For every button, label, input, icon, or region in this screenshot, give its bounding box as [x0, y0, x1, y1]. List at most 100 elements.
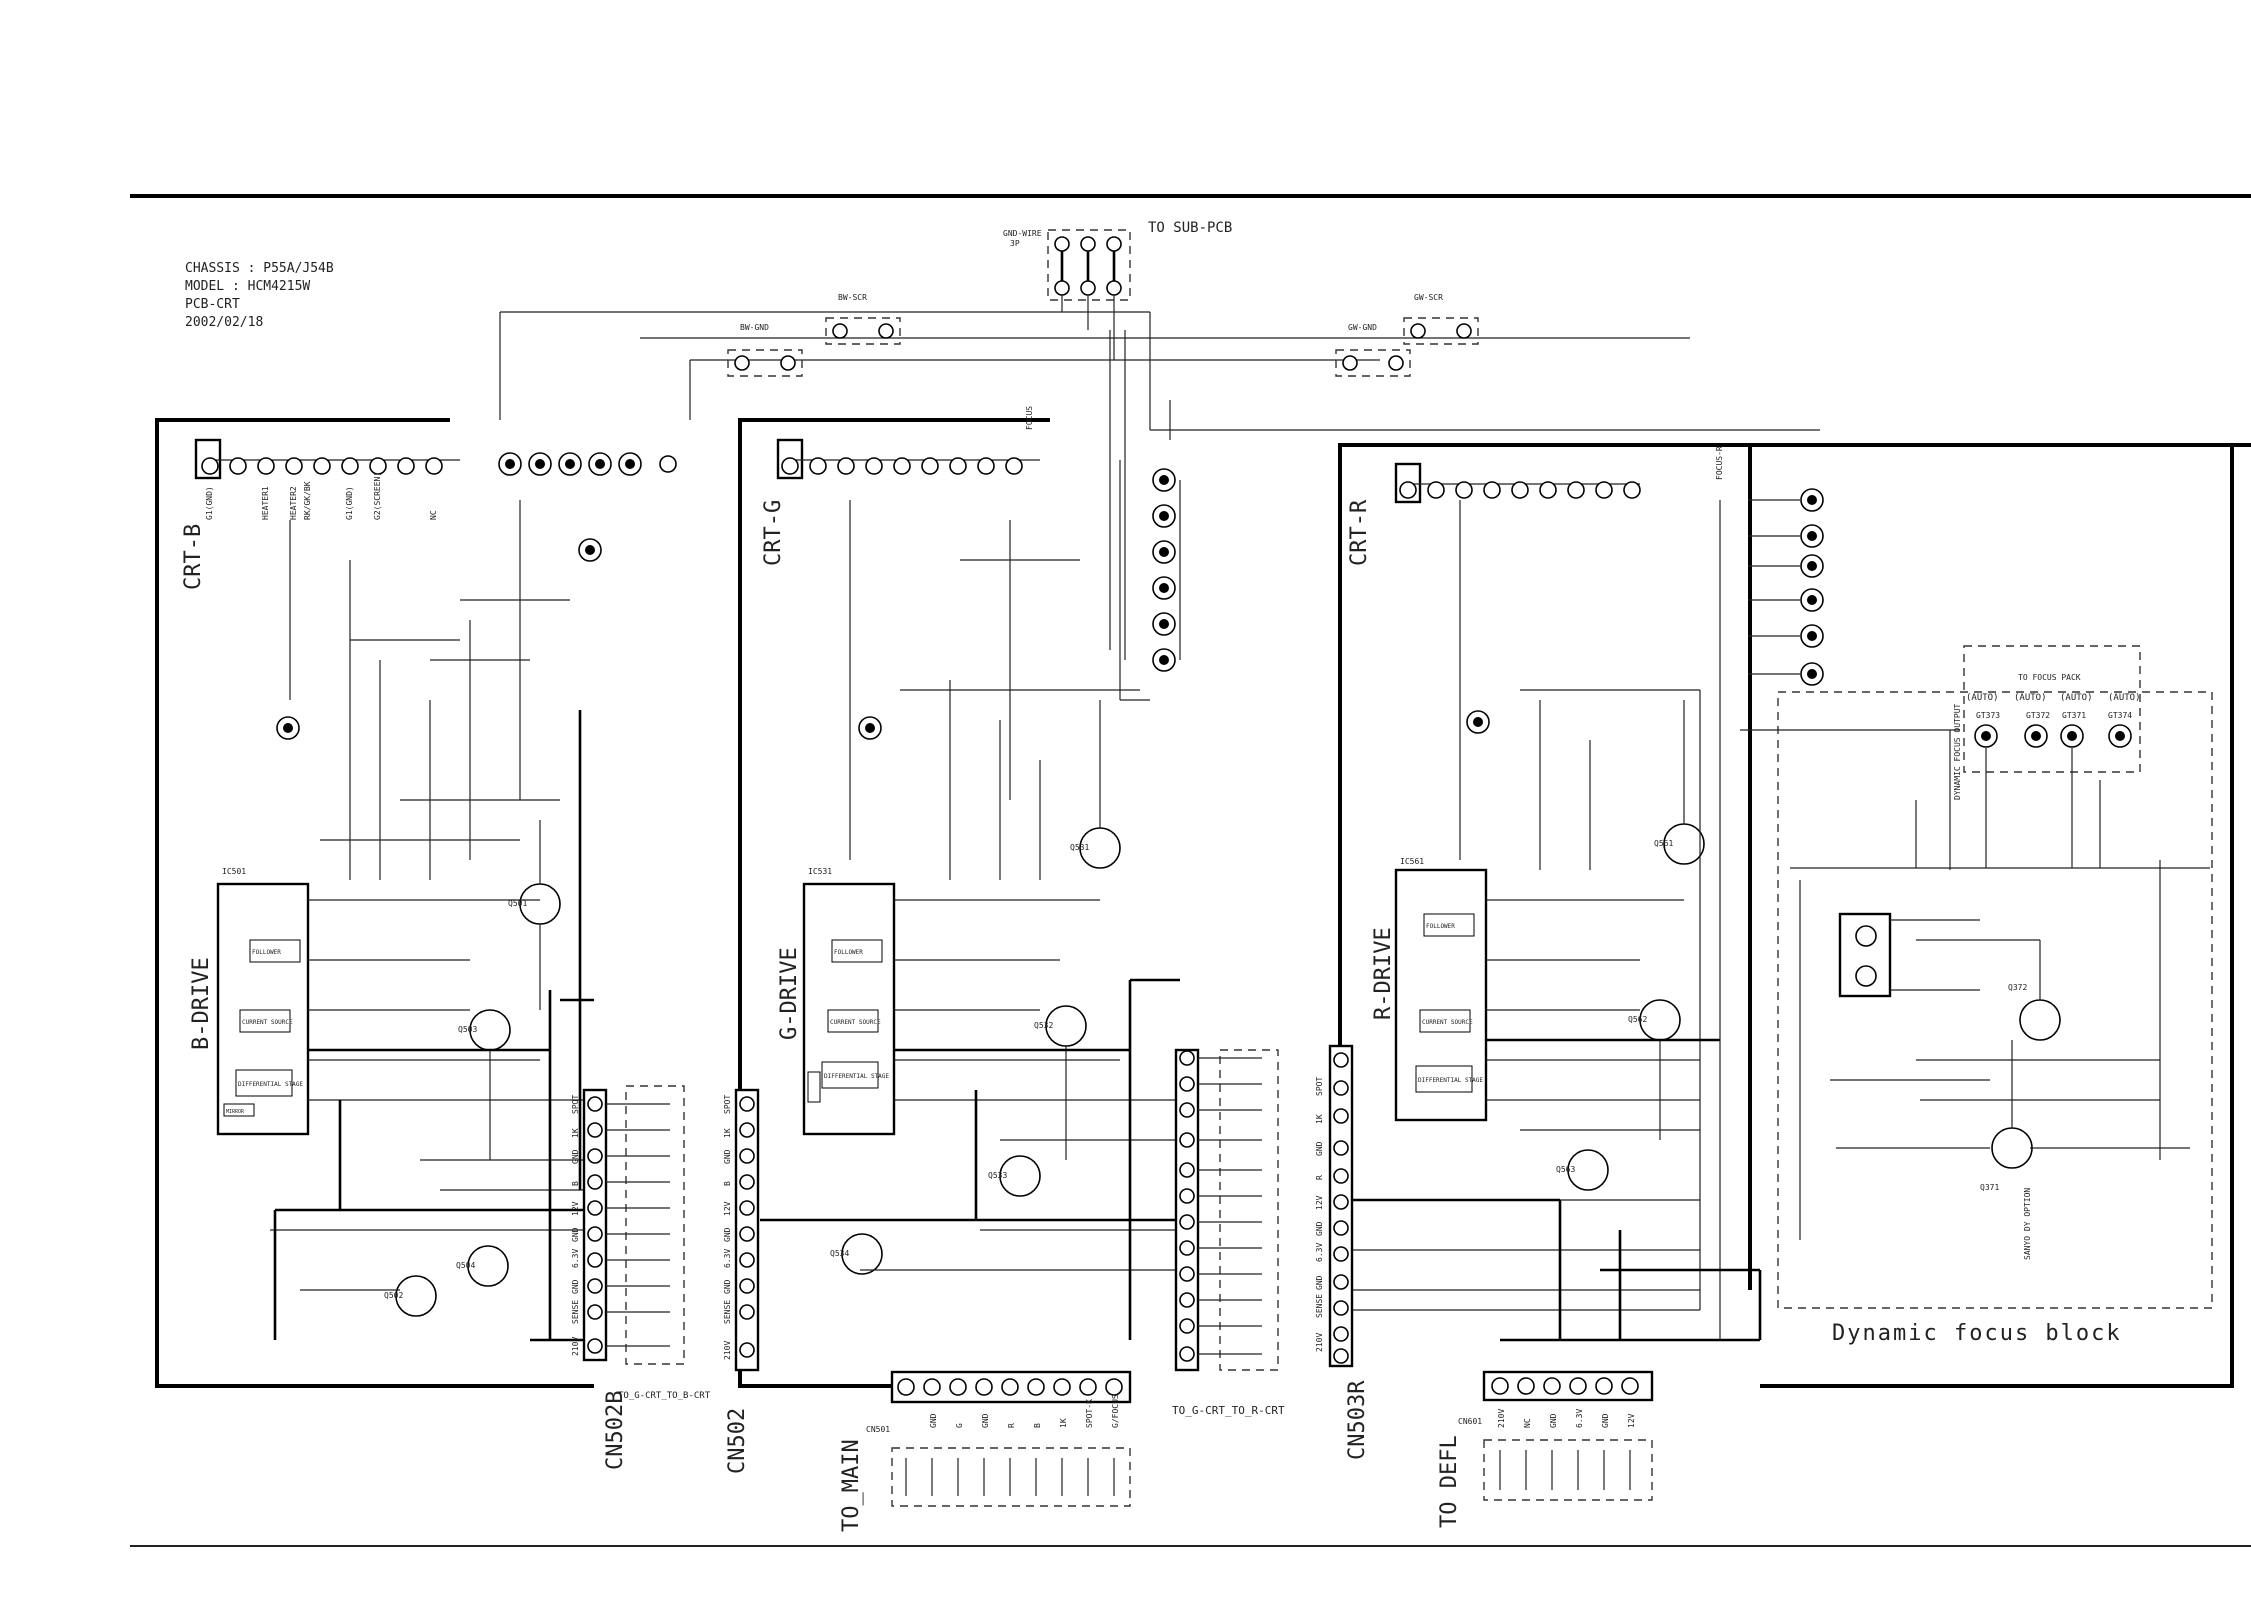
board-label: PCB-CRT	[185, 297, 240, 312]
crt-b-label: CRT-B	[181, 524, 206, 590]
dynamic-focus-block-label: Dynamic focus block	[1832, 1321, 2122, 1346]
gw-scr-connector: GW-SCR	[1403, 293, 1479, 345]
cn503r-pin-label: 210V	[1315, 1333, 1324, 1352]
auto-label: (AUTO)	[2060, 693, 2093, 703]
q503-label: Q503	[458, 1025, 477, 1034]
cn501-pin-label: G/FOCUS	[1111, 1394, 1120, 1428]
cn601-pin-label: 210V	[1497, 1409, 1506, 1428]
q501-label: Q501	[508, 899, 527, 908]
bw-gnd-label: BW-GND	[740, 323, 769, 332]
follower-label: FOLLOWER	[252, 949, 281, 956]
socket-pin-label: G2(SCREEN)	[373, 472, 382, 520]
cn501-label: CN501	[866, 1425, 890, 1434]
focus-r-label: FOCUS-R	[1715, 446, 1724, 480]
q502-label: Q502	[384, 1291, 403, 1300]
cn503r-pin-label: GND	[1315, 1141, 1324, 1156]
cn502-label: CN502	[725, 1408, 750, 1474]
cn502b-pin-label: SENSE	[571, 1300, 580, 1324]
cn502-pin-label: GND	[723, 1227, 732, 1242]
q504-label: Q504	[456, 1261, 475, 1270]
cn501-pin-label: G	[955, 1423, 964, 1428]
differential-stage-label: DIFFERENTIAL STAGE	[238, 1081, 303, 1088]
top-bus-wires	[499, 295, 1820, 660]
q531-label: Q531	[1070, 843, 1089, 852]
mirror-label: MIRROR	[226, 1109, 245, 1115]
cn601-connector: 210V NC GND 6.3V GND 12V CN601 TO DEFL	[1437, 1370, 1654, 1528]
cn503r-pin-label: R	[1315, 1175, 1324, 1180]
differential-stage-label: DIFFERENTIAL STAGE	[824, 1073, 889, 1080]
cn502-pin-label: GND	[723, 1149, 732, 1164]
cn503r-label: CN503R	[1345, 1380, 1370, 1460]
to-main-label: TO_MAIN	[839, 1439, 864, 1532]
cn601-pin-label: 6.3V	[1575, 1409, 1584, 1428]
r-drive-label: R-DRIVE	[1371, 927, 1396, 1020]
dynamic-focus-output-label: DYNAMIC FOCUS OUTPUT	[1953, 703, 1962, 800]
sanyo-dy-option-label: SANYO DY OPTION	[2023, 1188, 2032, 1260]
cn501-pin-label: GND	[929, 1413, 938, 1428]
gnd-wire-pins-label: 3P	[1010, 239, 1020, 248]
cn502b-pin-label: 12V	[571, 1201, 580, 1216]
follower-label: FOLLOWER	[834, 949, 863, 956]
cn502b-pin-label: 6.3V	[571, 1249, 580, 1268]
cn502b-pin-label: B	[571, 1181, 580, 1186]
socket-pin-label: G1(GND)	[345, 486, 354, 520]
cn601-pin-label: GND	[1601, 1413, 1610, 1428]
gw-gnd-label: GW-GND	[1348, 323, 1377, 332]
cn501-pin-label: SPOT-K	[1085, 1399, 1094, 1428]
auto-label: (AUTO)	[2014, 693, 2047, 703]
auto-label: (AUTO)	[2108, 693, 2141, 703]
cn503r-pin-label: 1K	[1315, 1114, 1324, 1124]
auto-label: (AUTO)	[1966, 693, 1999, 703]
ic501-label: IC501	[222, 867, 246, 876]
ic531-label: IC531	[808, 867, 832, 876]
differential-stage-label: DIFFERENTIAL STAGE	[1418, 1077, 1483, 1084]
current-source-label: CURRENT SOURCE	[830, 1019, 881, 1026]
q561-label: Q561	[1654, 839, 1673, 848]
gt374-label: GT374	[2108, 711, 2132, 720]
cn601-pin-label: GND	[1549, 1413, 1558, 1428]
crt-r-section: CRT-R R-DRIVE FOCUS-R IC561 FOLLOWER CUR…	[1315, 443, 1762, 1460]
cn502b-label: CN502B	[603, 1391, 628, 1470]
dynamic-focus-block: Dynamic focus block (AUTO) (AUTO) (AUTO)…	[1740, 443, 2251, 1388]
gt372-label: GT372	[2026, 711, 2050, 720]
sub-pcb-connector: TO SUB-PCB GND-WIRE 3P	[1003, 220, 1232, 301]
crt-g-section: CRT-G G-DRIVE FOCUS IC531 FOLLOWER CURRE…	[723, 406, 1285, 1474]
to-g-crt-to-b-crt-label: TO_G-CRT_TO_B-CRT	[618, 1391, 711, 1401]
cn503r-pin-label: 12V	[1315, 1195, 1324, 1210]
crt-r-label: CRT-R	[1347, 499, 1372, 566]
gt373-label: GT373	[1976, 711, 2000, 720]
q534-label: Q534	[830, 1249, 849, 1258]
cn502-pin-label: 1K	[723, 1128, 732, 1138]
bw-gnd-connector: BW-GND	[727, 323, 803, 377]
model-label: MODEL : HCM4215W	[185, 279, 310, 294]
title-block: CHASSIS : P55A/J54B MODEL : HCM4215W PCB…	[185, 261, 334, 330]
cn502-pin-label: GND	[723, 1279, 732, 1294]
cn502b-pin-label: GND	[571, 1227, 580, 1242]
b-drive-label: B-DRIVE	[189, 957, 214, 1050]
cn502-pin-label: SENSE	[723, 1300, 732, 1324]
cn502-pin-label: 12V	[723, 1201, 732, 1216]
socket-pin-label: HEATER1	[261, 486, 270, 520]
cn502b-pin-label: GND	[571, 1149, 580, 1164]
follower-label: FOLLOWER	[1426, 923, 1455, 930]
socket-pin-label: HEATER2	[289, 486, 298, 520]
bw-scr-label: BW-SCR	[838, 293, 867, 302]
g-drive-label: G-DRIVE	[777, 947, 802, 1040]
q372-label: Q372	[2008, 983, 2027, 992]
to-sub-pcb-label: TO SUB-PCB	[1148, 220, 1232, 236]
cn501-pin-label: 1K	[1059, 1418, 1068, 1428]
current-source-label: CURRENT SOURCE	[1422, 1019, 1473, 1026]
cn601-label: CN601	[1458, 1417, 1482, 1426]
chassis-label: CHASSIS : P55A/J54B	[185, 261, 334, 276]
gw-gnd-connector: GW-GND	[1335, 323, 1411, 377]
to-defl-label: TO DEFL	[1437, 1435, 1462, 1528]
cn501-pin-label: R	[1007, 1423, 1016, 1428]
cn502-pin-label: B	[723, 1181, 732, 1186]
bw-scr-connector: BW-SCR	[825, 293, 901, 345]
cn502b-pin-label: GND	[571, 1279, 580, 1294]
gw-scr-label: GW-SCR	[1414, 293, 1443, 302]
cn502b-pin-label: 210V	[571, 1337, 580, 1356]
cn503r-pin-label: 6.3V	[1315, 1243, 1324, 1262]
focus-label: FOCUS	[1025, 406, 1034, 430]
